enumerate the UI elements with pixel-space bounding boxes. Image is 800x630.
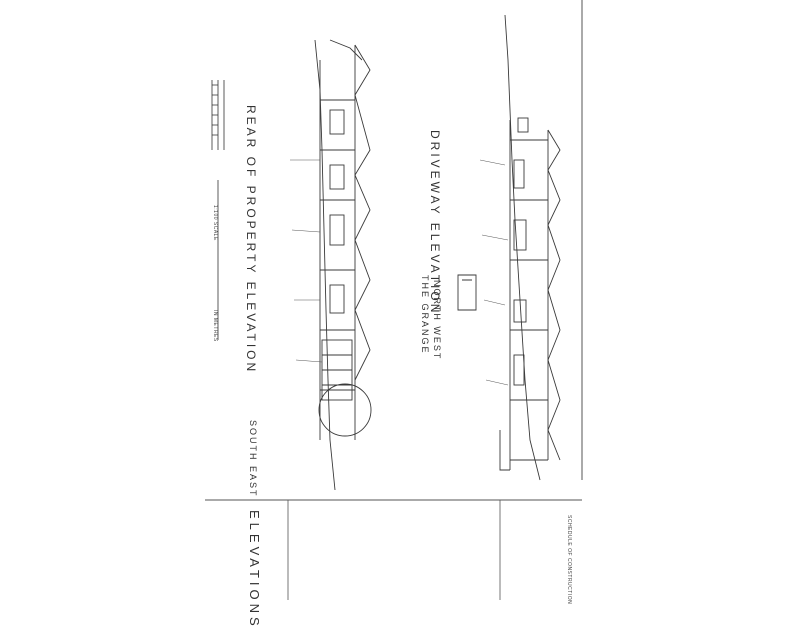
window-lower-3	[329, 214, 345, 246]
schedule-title: SCHEDULE OF CONSTRUCTION	[566, 515, 572, 605]
ground-line-lower	[314, 39, 336, 491]
scale-units: IN METRES	[212, 310, 218, 342]
tree-symbol-lower	[318, 383, 372, 437]
conservatory-glazing	[322, 354, 352, 386]
rear-elevation-drawing	[314, 39, 372, 491]
annotation-leaders	[290, 159, 509, 386]
driveway-elevation-subtitle: NORTH WEST	[432, 280, 442, 361]
door-upper-2	[513, 219, 527, 251]
rear-elevation-title: REAR OF PROPERTY ELEVATION	[244, 105, 258, 375]
rear-elevation-subtitle: SOUTH EAST	[248, 420, 258, 498]
building-outline-lower	[319, 45, 356, 440]
door-upper-3	[513, 299, 527, 323]
door-upper-4	[513, 354, 525, 386]
elevation-drawing	[205, 0, 583, 600]
door-upper-1	[513, 159, 525, 189]
drawing-sheet: DRIVEWAY ELEVATION NORTH WEST THE GRANGE…	[205, 0, 583, 630]
building-outline-upper	[509, 120, 549, 470]
scale-bar	[211, 80, 225, 340]
window-lower-1	[329, 109, 345, 135]
front-step-upper	[499, 430, 510, 471]
porch-upper	[457, 274, 477, 311]
chimney-upper	[517, 117, 529, 133]
driveway-elevation-drawing	[457, 14, 561, 481]
window-lower-2	[329, 164, 345, 190]
sheet-title: ELEVATIONS	[247, 510, 262, 630]
driveway-elevation-place: THE GRANGE	[420, 275, 430, 355]
window-lower-4	[329, 284, 345, 314]
roofline-lower	[329, 39, 363, 61]
roof-profile-lower	[354, 44, 371, 381]
roof-profile-upper	[547, 129, 561, 461]
scale-label: 1:100 SCALE	[212, 205, 218, 241]
